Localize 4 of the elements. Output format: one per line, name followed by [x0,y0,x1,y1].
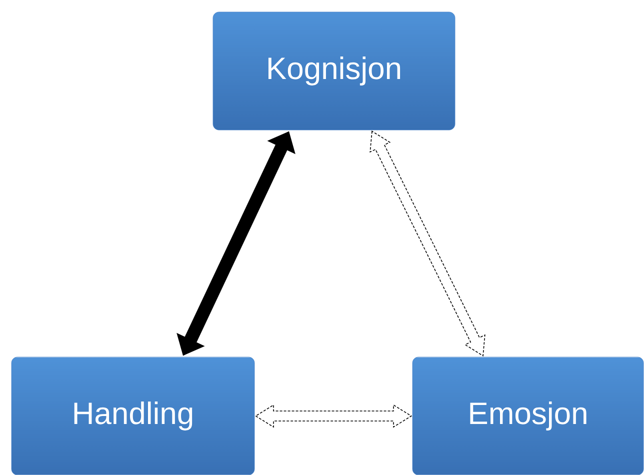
process-box: Kognisjon [212,12,456,130]
process-box: Emosjon [412,356,644,475]
process-box: Handling [11,356,255,475]
double-arrow [370,130,486,356]
